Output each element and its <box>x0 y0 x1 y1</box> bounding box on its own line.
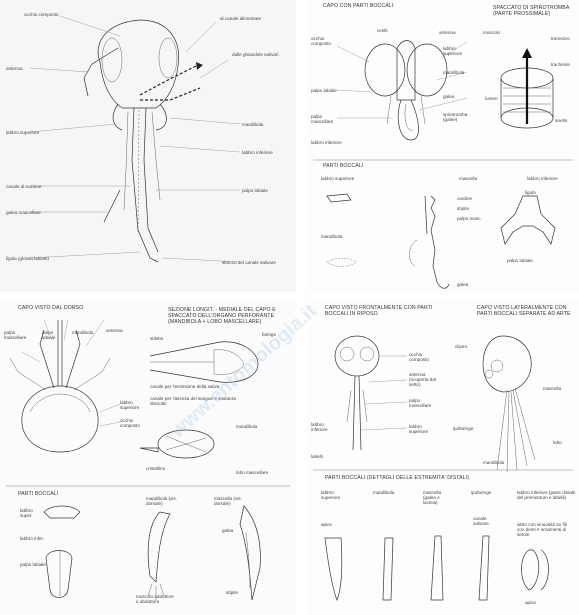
label-canale-salivare: canale salivare <box>473 516 503 526</box>
label-labbro-superiore: labbro superiore <box>120 400 150 410</box>
label-mandibola: mandibola <box>242 122 263 127</box>
label-antenna: antenna <box>6 66 23 71</box>
label-canale-saliva: canale per l'emissione della saliva <box>150 384 250 389</box>
col-labbro-superiore: labbro superiore <box>321 490 351 500</box>
label-ocelli: ocelli <box>377 28 387 33</box>
label-lobo-mascellare: lobo mascellare <box>236 470 268 475</box>
col-mandibola: mandibola <box>373 490 394 495</box>
label-ipofaringe: ipofaringe <box>453 426 473 431</box>
label-apice-2: apice <box>525 600 536 605</box>
label-labelli: labelli <box>311 454 323 459</box>
fly-illustration <box>307 300 579 615</box>
panel-fly-head: CAPO VISTO FRONTALMENTE CON PARTI BOCCAL… <box>307 300 579 615</box>
label-cardine: cardine <box>457 196 472 201</box>
label-palpo-mascellare: palpo mascellare <box>4 330 30 340</box>
label-palpo-mascellare: palpo mascellare <box>409 398 439 408</box>
label-canale-suzione: canale di suzione <box>6 184 42 189</box>
label-canale-alimentare: canale per l'ascesa del sangue e sostanz… <box>150 396 250 406</box>
label-mandibola-vista: mandibola (vis. dorsale) <box>146 496 186 506</box>
label-palpo-labiale-2: palpo labiale <box>507 258 533 263</box>
label-mascella: mascella <box>543 386 561 391</box>
col-mascella: mascella (galea o lacinia) <box>423 490 455 506</box>
col-ipofaringe: ipofaringe <box>471 490 491 495</box>
title-dettagli-distali: PARTI BOCCALI (DETTAGLI DELLE ESTREMITA'… <box>325 476 469 482</box>
label-palpo-mascellare: palpo mascellare <box>311 114 345 124</box>
label-canale-alimentare: al canale alimentare <box>220 16 270 21</box>
title-parti-boccali: PARTI BOCCALI <box>323 164 363 170</box>
label-occhio-composto: occhio composto <box>311 36 341 46</box>
label-palpo-masc: palpo masc. <box>457 216 482 221</box>
label-tramezzo: tramezzo <box>551 36 570 41</box>
title-sezione-longitudinale: SEZIONE LONGIT. - MEDIALE DEL CAPO E SPA… <box>168 308 292 325</box>
label-stipite: stipite <box>457 206 469 211</box>
label-stiletto: stiletto <box>150 336 163 341</box>
label-spirotromba: spirotromba (galee) <box>443 112 477 122</box>
label-mandibola: mandibola <box>72 330 93 335</box>
label-mascella-vista: mascella (vis. dorsale) <box>214 496 254 506</box>
title-parti-boccali: PARTI BOCCALI <box>18 492 58 498</box>
label-ghiandole: dalle ghiandole salivari <box>232 52 282 57</box>
label-apice: apice <box>321 522 332 527</box>
title-capo-laterale: CAPO VISTO LATERALMENTE CON PARTI BOCCAL… <box>477 306 577 318</box>
label-ligula: ligula <box>525 190 536 195</box>
title-capo-dorso: CAPO VISTO DAL DORSO <box>18 306 83 312</box>
label-antenna: antenna <box>106 328 123 333</box>
label-galea: galea <box>443 94 454 99</box>
label-labbro-superiore: labbro superiore <box>6 130 39 135</box>
label-stipite: stipite <box>226 590 238 595</box>
label-muscolo: muscolo <box>483 30 500 35</box>
label-mandibola: mandibola <box>443 70 464 75</box>
label-sbocco-canale: sbocco del canale salivare <box>222 260 284 265</box>
label-ligula: ligula (glossa labiale) <box>6 256 49 261</box>
label-galea: galea <box>222 528 233 533</box>
panel-head-bee: occhio composto al canale alimentare dal… <box>0 0 296 292</box>
label-palpo-labiale: palpo labiale <box>42 330 64 340</box>
label-cristallino: cristallino <box>146 466 165 471</box>
title-capo-parti-boccali: CAPO CON PARTI BOCCALI <box>323 4 393 10</box>
title-capo-frontale: CAPO VISTO FRONTALMENTE CON PARTI BOCCAL… <box>325 306 437 318</box>
label-palpo-labiale-2: palpo labiale <box>20 562 46 567</box>
label-mandibola-2: mandibola <box>236 424 257 429</box>
label-labbro-infer: labbro infer. <box>20 536 44 541</box>
label-faringe: faringe <box>262 332 276 337</box>
head-bee-illustration <box>0 0 296 292</box>
label-labbro-inferiore: labbro inferiore <box>311 422 337 432</box>
label-lumen: lumen <box>485 96 498 101</box>
label-lobo: lobo <box>553 440 562 445</box>
label-sub-mascella: mascella <box>459 176 477 181</box>
panel-moth-mouthparts: CAPO CON PARTI BOCCALI SPACCATO DI SPIRO… <box>307 0 579 292</box>
label-labbro-detail: abito con sinuosità su fili con denti e … <box>517 522 575 538</box>
label-labbro-superiore: labbro superiore <box>443 46 473 56</box>
label-occhio-composto: occhio composto <box>24 12 58 17</box>
label-labbro-inferiore: labbro inferiore <box>311 140 345 145</box>
label-mandibola: mandibola <box>483 460 504 465</box>
label-labbro-inferiore: labbro inferiore <box>242 150 273 155</box>
label-palpo-labiale: palpo labiale <box>242 188 268 193</box>
panel-mosquito-head: CAPO VISTO DAL DORSO SEZIONE LONGIT. - M… <box>0 300 296 615</box>
label-labbro-superiore: labbro superiore <box>409 424 439 434</box>
label-occhio-composto: occhio composto <box>409 352 439 362</box>
moth-illustration <box>307 0 579 292</box>
label-sub-labbro-inferiore: labbro inferiore <box>527 176 558 181</box>
label-labbro-super: labbro super. <box>20 508 42 518</box>
label-sub-labbro-superiore: labbro superiore <box>321 176 354 181</box>
label-tracheole: tracheole <box>551 62 570 67</box>
label-muscolo-adduttore: muscolo adduttore e abduttore <box>136 594 176 604</box>
label-palpo-labiale: palpo labiale <box>311 88 341 93</box>
label-anello: anello <box>555 118 567 123</box>
label-antenna: antenna <box>439 30 456 35</box>
title-spaccato-spirotromba: SPACCATO DI SPIROTROMBA (PARTE PROSSIMAL… <box>493 6 573 18</box>
label-antenna: antenna (ricoperta dal setto) <box>409 372 443 388</box>
label-galea-mascellare: galea mascellare <box>6 210 41 215</box>
label-galea-2: galea <box>457 282 468 287</box>
label-sub-mandibola: mandibola <box>321 234 342 239</box>
label-clipeo: clipeo <box>455 344 467 349</box>
mosquito-illustration <box>0 300 296 615</box>
col-labbro-inferiore: labbro inferiore (parte distale del prem… <box>517 490 577 500</box>
label-occhio-composto: occhio composto <box>120 418 150 428</box>
